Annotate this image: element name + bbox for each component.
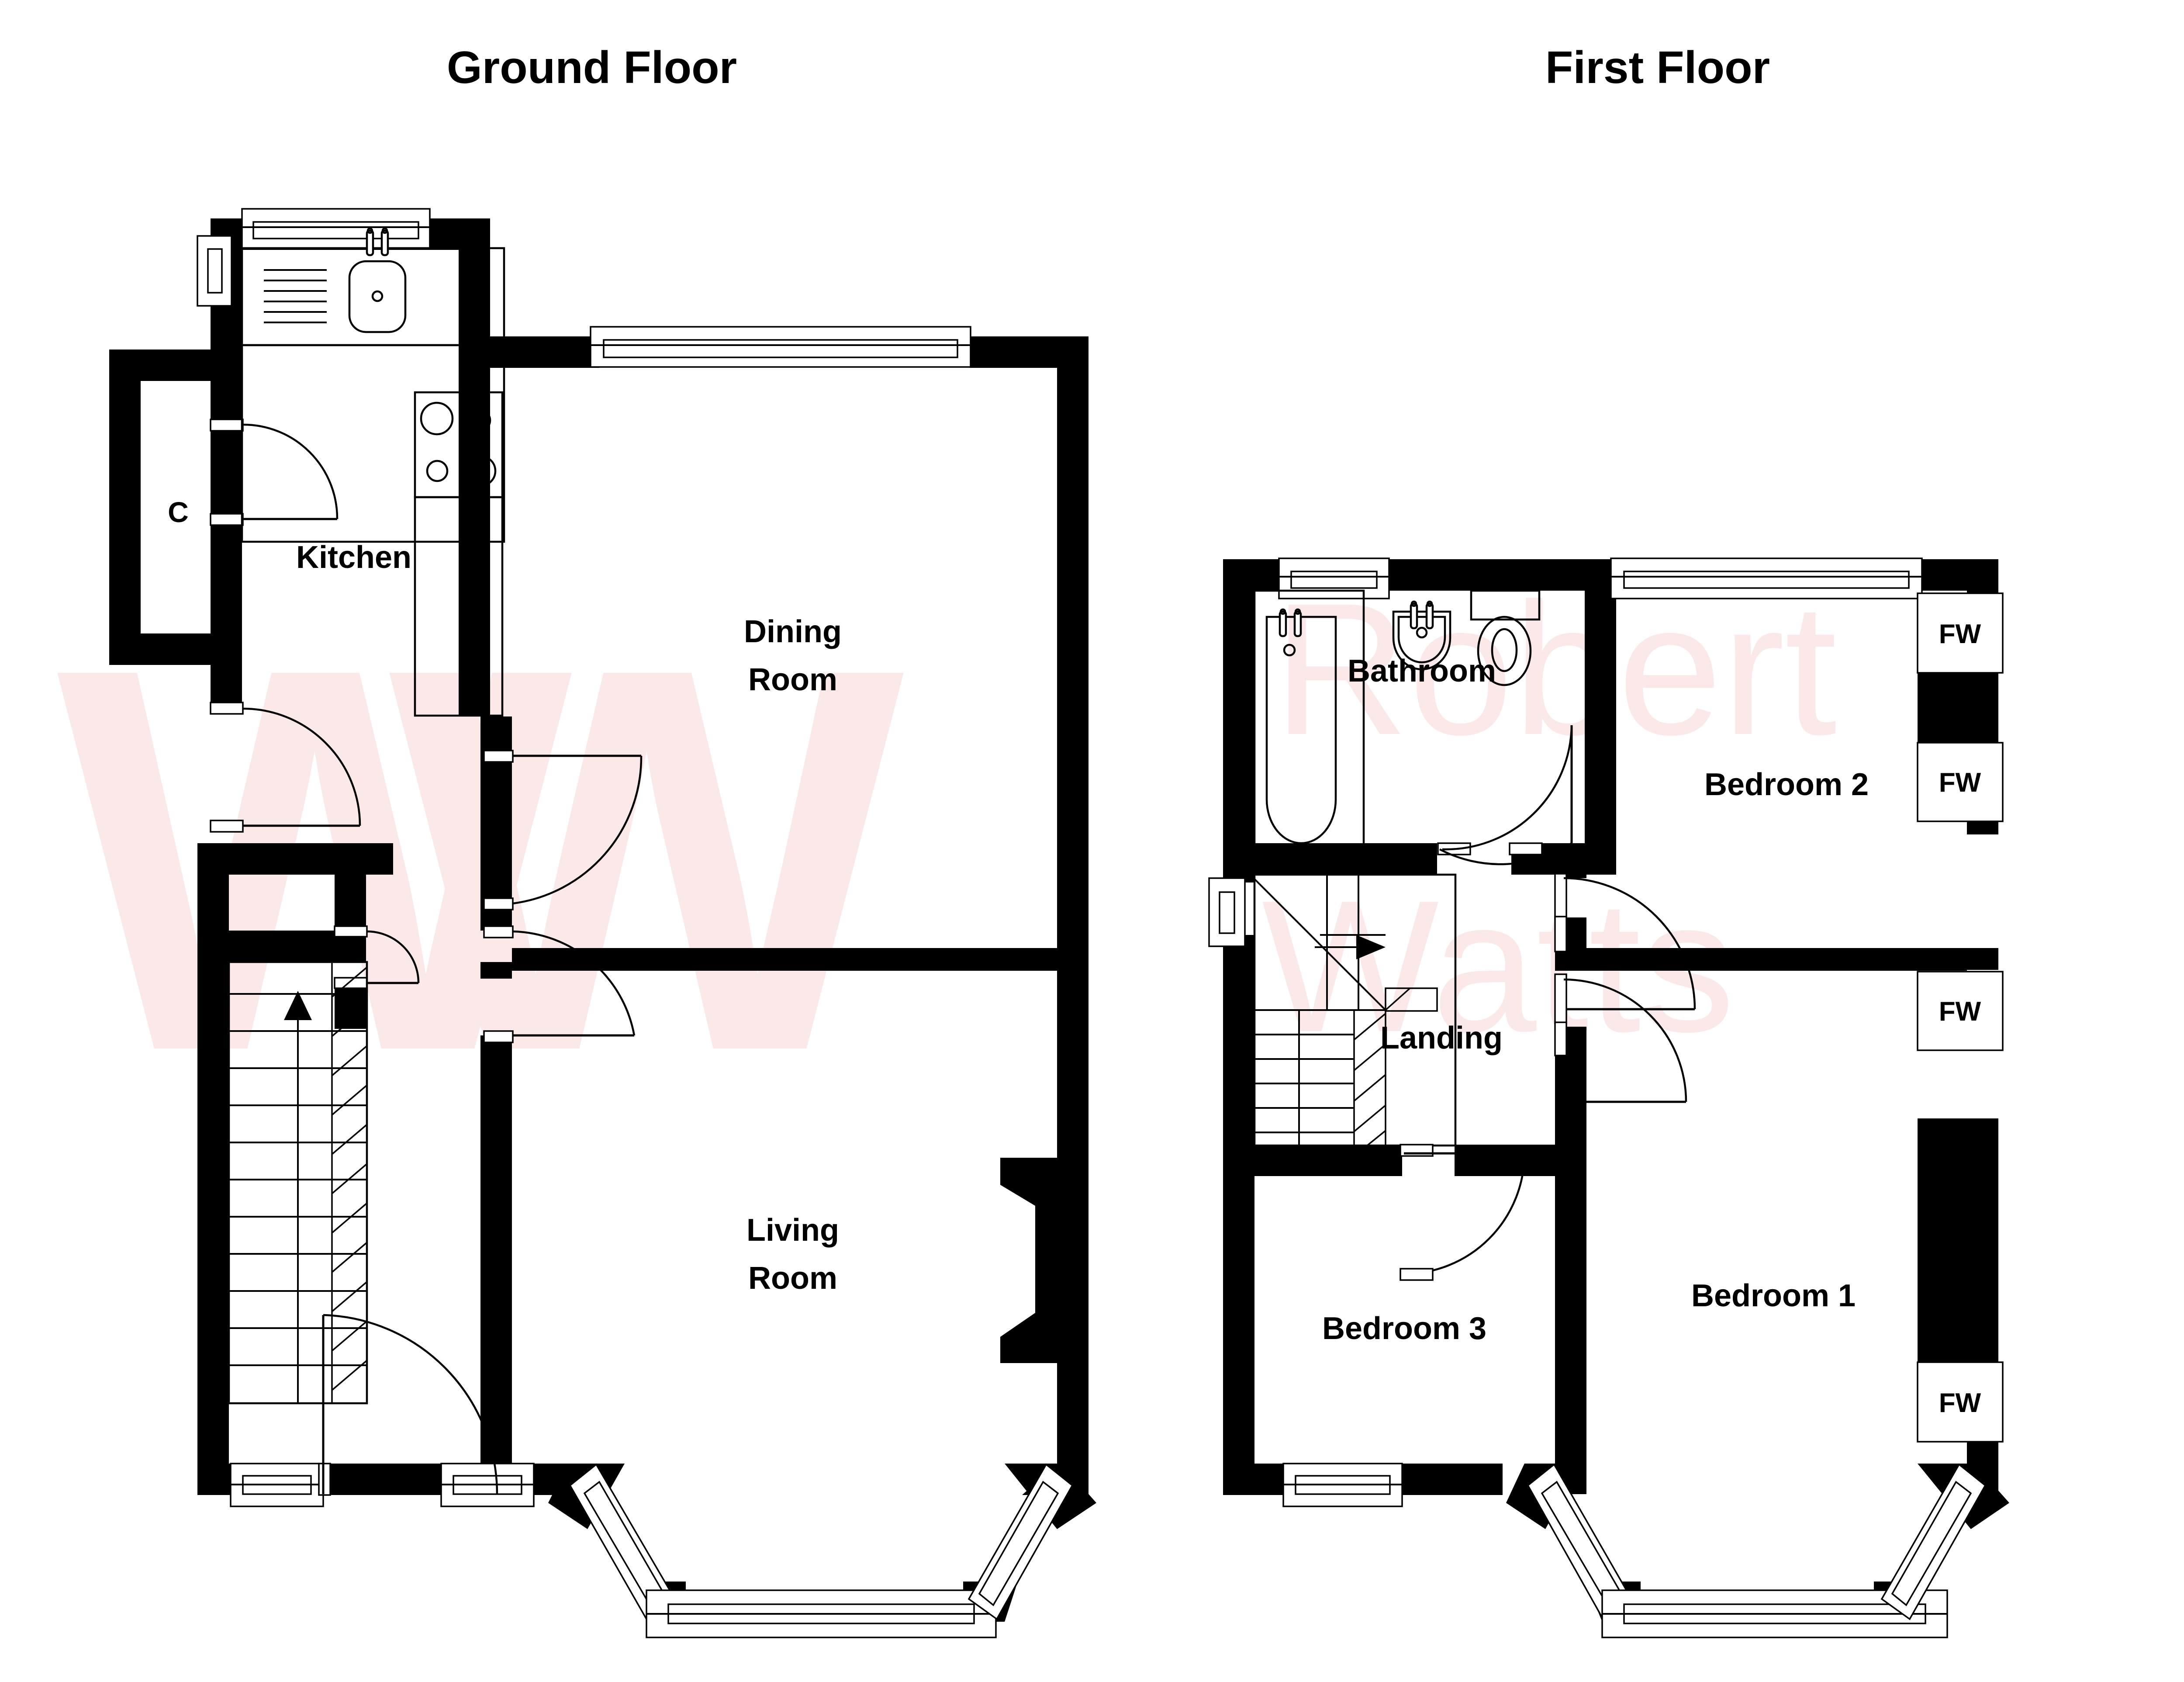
kitchen-sink <box>348 227 407 333</box>
window-bathroom <box>1278 557 1390 599</box>
first-floor-title: First Floor <box>1545 42 1770 93</box>
window-bay-right-first <box>1880 1463 1987 1620</box>
kitchen-fixtures <box>241 227 505 717</box>
wash-basin <box>1392 600 1451 671</box>
window-kitchen-top <box>241 208 431 249</box>
sink-drainer <box>264 269 327 323</box>
window-bay-right <box>968 1463 1074 1620</box>
door-hall-dining <box>483 750 643 910</box>
door-bathroom <box>1437 725 1573 865</box>
room-label-dining-line2: Room <box>748 662 837 697</box>
door-hall-living <box>483 925 636 1043</box>
fitted-wardrobes: FW FW FW FW <box>1917 592 2004 1443</box>
ground-floor-walls <box>109 218 1096 1622</box>
kitchen-base-units <box>241 344 505 543</box>
fitted-wardrobe-2-label: FW <box>1939 768 1981 798</box>
fitted-wardrobe-4: FW <box>1917 1361 2004 1443</box>
stairs-up-arrow <box>284 991 312 1020</box>
window-kitchen-side <box>197 235 232 307</box>
bathroom-fixtures <box>1253 589 1541 863</box>
window-bedroom3 <box>1282 1463 1403 1507</box>
window-bay-front-first <box>1601 1589 1948 1638</box>
window-landing-side <box>1208 877 1246 947</box>
door-bedroom1 <box>1554 973 1687 1103</box>
room-label-bathroom: Bathroom <box>1348 654 1496 689</box>
room-label-dining-line1: Dining <box>744 614 842 649</box>
window-living-bottom <box>440 1463 535 1507</box>
fitted-wardrobe-4-label: FW <box>1939 1388 1981 1418</box>
door-front-entrance <box>318 1463 331 1496</box>
window-bedroom2 <box>1610 557 1923 599</box>
window-dining-top <box>590 326 971 368</box>
room-label-kitchen: Kitchen <box>296 540 411 575</box>
room-label-living-line2: Room <box>748 1261 837 1296</box>
room-label-living-line1: Living <box>746 1213 839 1248</box>
window-hall-bottom <box>230 1463 324 1507</box>
stairs-direction-arrow <box>1356 935 1386 959</box>
watermark-line1: Robert <box>1273 564 1838 774</box>
room-label-bedroom1: Bedroom 1 <box>1691 1278 1856 1313</box>
fitted-wardrobe-2: FW <box>1917 742 2004 822</box>
toilet <box>1470 589 1541 686</box>
ground-staircase <box>228 961 368 1405</box>
door-bedroom3 <box>1400 1144 1526 1281</box>
room-label-bedroom3: Bedroom 3 <box>1322 1311 1486 1346</box>
room-label-cupboard-lower: C <box>276 935 297 967</box>
fitted-wardrobe-3: FW <box>1917 971 2004 1051</box>
ground-floor-doors <box>210 419 643 1496</box>
fitted-wardrobe-1-label: FW <box>1939 619 1981 649</box>
room-label-bedroom2: Bedroom 2 <box>1704 767 1869 802</box>
room-label-cupboard-upper: C <box>168 496 189 528</box>
door-front-entrance-swing <box>322 1314 498 1495</box>
fitted-wardrobe-3-label: FW <box>1939 997 1981 1027</box>
ground-floor-title: Ground Floor <box>447 42 737 93</box>
first-floor-doors <box>1400 725 1696 1281</box>
door-kitchen-hall <box>210 702 361 833</box>
fitted-wardrobe-1: FW <box>1917 592 2004 674</box>
door-cupboard-upper <box>210 419 339 526</box>
door-bedroom2 <box>1554 873 1696 1011</box>
door-cupboard-lower <box>334 925 420 989</box>
first-floor-windows <box>1208 557 1987 1638</box>
room-label-landing: Landing <box>1380 1021 1503 1056</box>
first-floor-walls <box>1223 559 2009 1622</box>
kitchen-hob <box>414 391 504 498</box>
first-floor-staircase <box>1253 873 1457 1147</box>
ground-floor-windows <box>197 208 1074 1638</box>
bath <box>1253 589 1365 863</box>
